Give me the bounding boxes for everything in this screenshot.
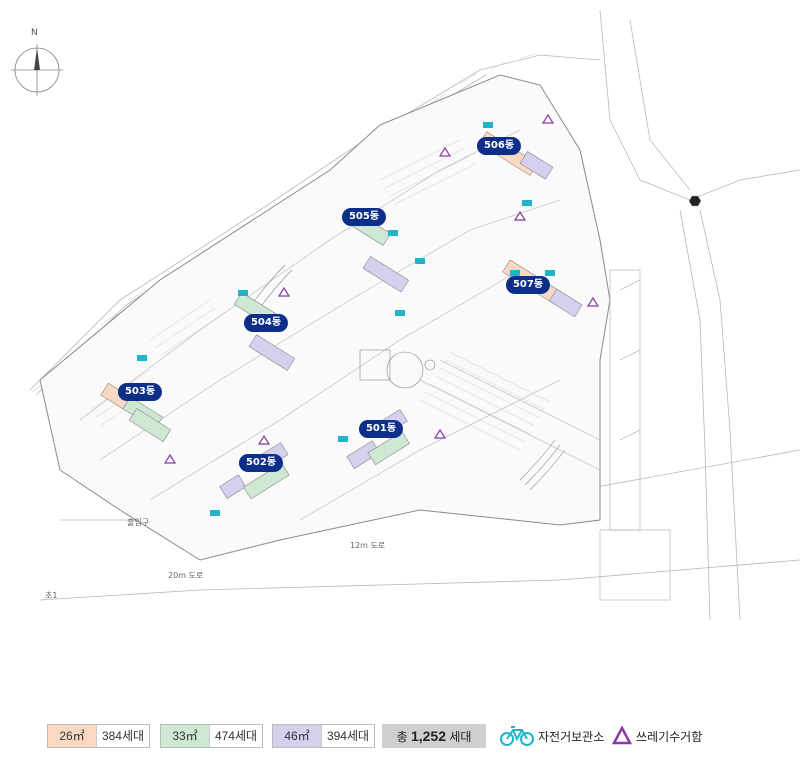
legend-total-prefix: 총 <box>396 730 408 744</box>
building-502-badge[interactable]: 502동 <box>238 454 284 472</box>
compass <box>11 44 63 96</box>
legend-recycle-label: 쓰레기수거함 <box>636 730 703 744</box>
legend-unit-33-size: 33㎡ <box>161 725 209 747</box>
stadium-seating <box>254 264 566 491</box>
school-label: 초1 <box>45 591 58 600</box>
recycle-bins <box>163 113 600 464</box>
building-504-badge[interactable]: 504동 <box>243 314 289 332</box>
central-facility <box>359 349 436 389</box>
legend-unit-46: 46㎡ 394세대 <box>272 724 375 748</box>
building-501-badge[interactable]: 501동 <box>358 420 404 438</box>
east-parcel <box>599 195 702 601</box>
legend-bicycle-label: 자전거보관소 <box>538 730 605 744</box>
road-12m-label: 12m 도로 <box>350 541 386 550</box>
building-505-badge[interactable]: 505동 <box>341 208 387 226</box>
legend-total: 총 1,252 세대 <box>382 724 486 748</box>
bicycle-stations <box>137 122 555 516</box>
building-507-badge[interactable]: 507동 <box>505 276 551 294</box>
legend-unit-26: 26㎡ 384세대 <box>47 724 150 748</box>
legend-unit-26-count: 384세대 <box>96 725 149 747</box>
recycle-icon <box>612 726 632 745</box>
road-20m-label: 20m 도로 <box>168 571 204 580</box>
site-map <box>11 9 800 620</box>
legend-unit-33-count: 474세대 <box>209 725 262 747</box>
compass-north-label: N <box>31 28 38 38</box>
legend-unit-26-size: 26㎡ <box>48 725 96 747</box>
bicycle-icon <box>500 726 534 746</box>
legend: 26㎡ 384세대 33㎡ 474세대 46㎡ 394세대 총 1,252 세대… <box>0 722 800 752</box>
building-506-badge[interactable]: 506동 <box>476 137 522 155</box>
legend-unit-33: 33㎡ 474세대 <box>160 724 263 748</box>
legend-total-number: 1,252 <box>410 728 446 744</box>
site-boundary <box>39 74 611 561</box>
internal-roads <box>79 129 601 521</box>
legend-unit-46-count: 394세대 <box>321 725 374 747</box>
legend-unit-46-size: 46㎡ <box>273 725 321 747</box>
legend-total-suffix: 세대 <box>449 730 472 744</box>
building-503-badge[interactable]: 503동 <box>117 383 163 401</box>
entrance-label: 출입구 <box>127 518 150 527</box>
